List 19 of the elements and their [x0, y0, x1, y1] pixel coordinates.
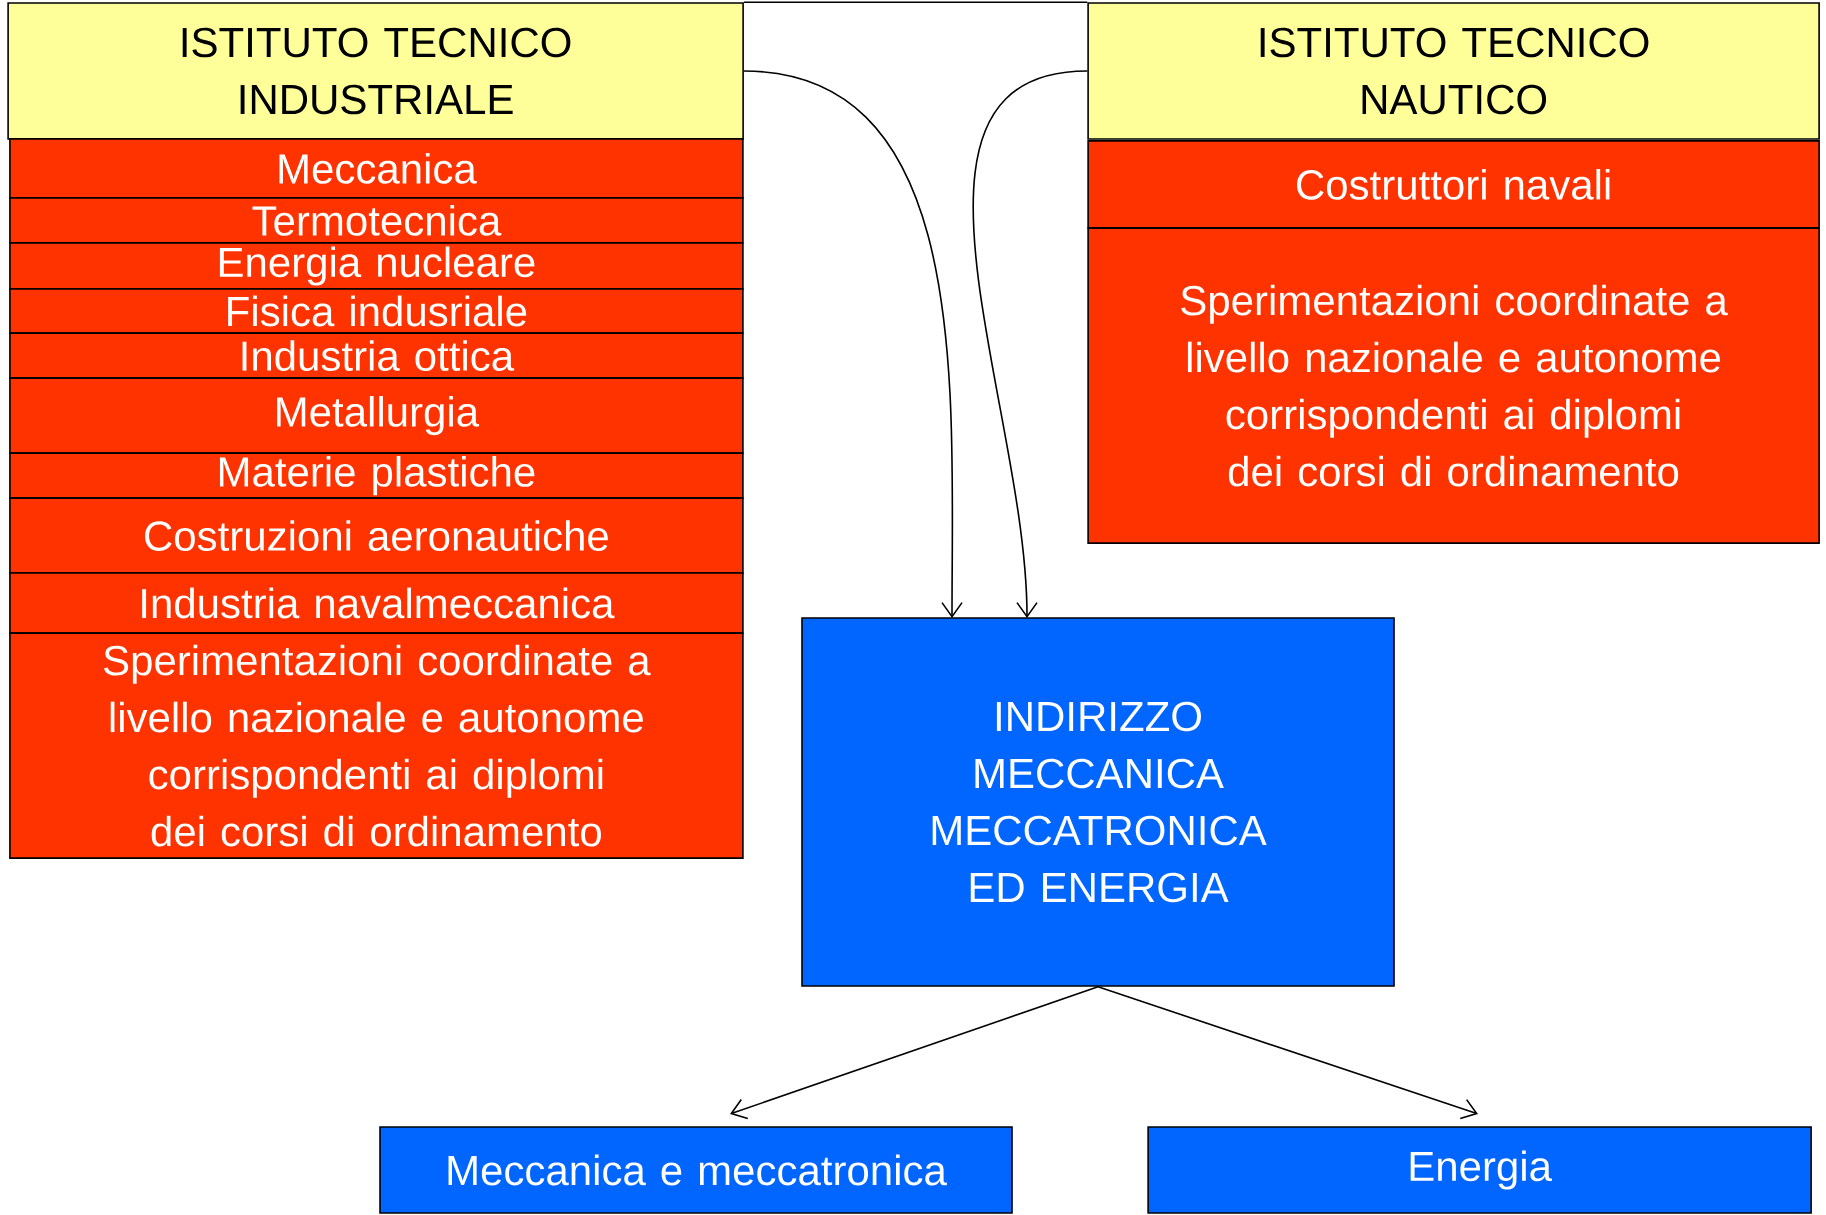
header-box: ISTITUTO TECNICO NAUTICO [1087, 2, 1820, 140]
course-box: Termotecnica [9, 197, 744, 244]
course-box: Materie plastiche [9, 452, 744, 499]
arrow [972, 70, 1089, 618]
course-box: Costruttori navali [1087, 140, 1820, 229]
course-box: Industria ottica [9, 332, 744, 379]
arrow [730, 986, 1099, 1120]
pathway-box: Energia [1147, 1126, 1812, 1214]
pathway-box: Meccanica e meccatronica [379, 1126, 1013, 1214]
header-box: ISTITUTO TECNICO INDUSTRIALE [7, 2, 744, 140]
course-box: Fisica indusriale [9, 288, 744, 334]
course-box: Energia nucleare [9, 242, 744, 290]
arrow [1097, 986, 1478, 1120]
course-box: Industria navalmeccanica [9, 572, 744, 634]
arrow [743, 70, 963, 618]
course-box: Metallurgia [9, 377, 744, 454]
course-box: Meccanica [9, 138, 744, 199]
course-box: Costruzioni aeronautiche [9, 497, 744, 574]
pathway-box: INDIRIZZO MECCANICA MECCATRONICA ED ENERGIA [801, 617, 1395, 987]
